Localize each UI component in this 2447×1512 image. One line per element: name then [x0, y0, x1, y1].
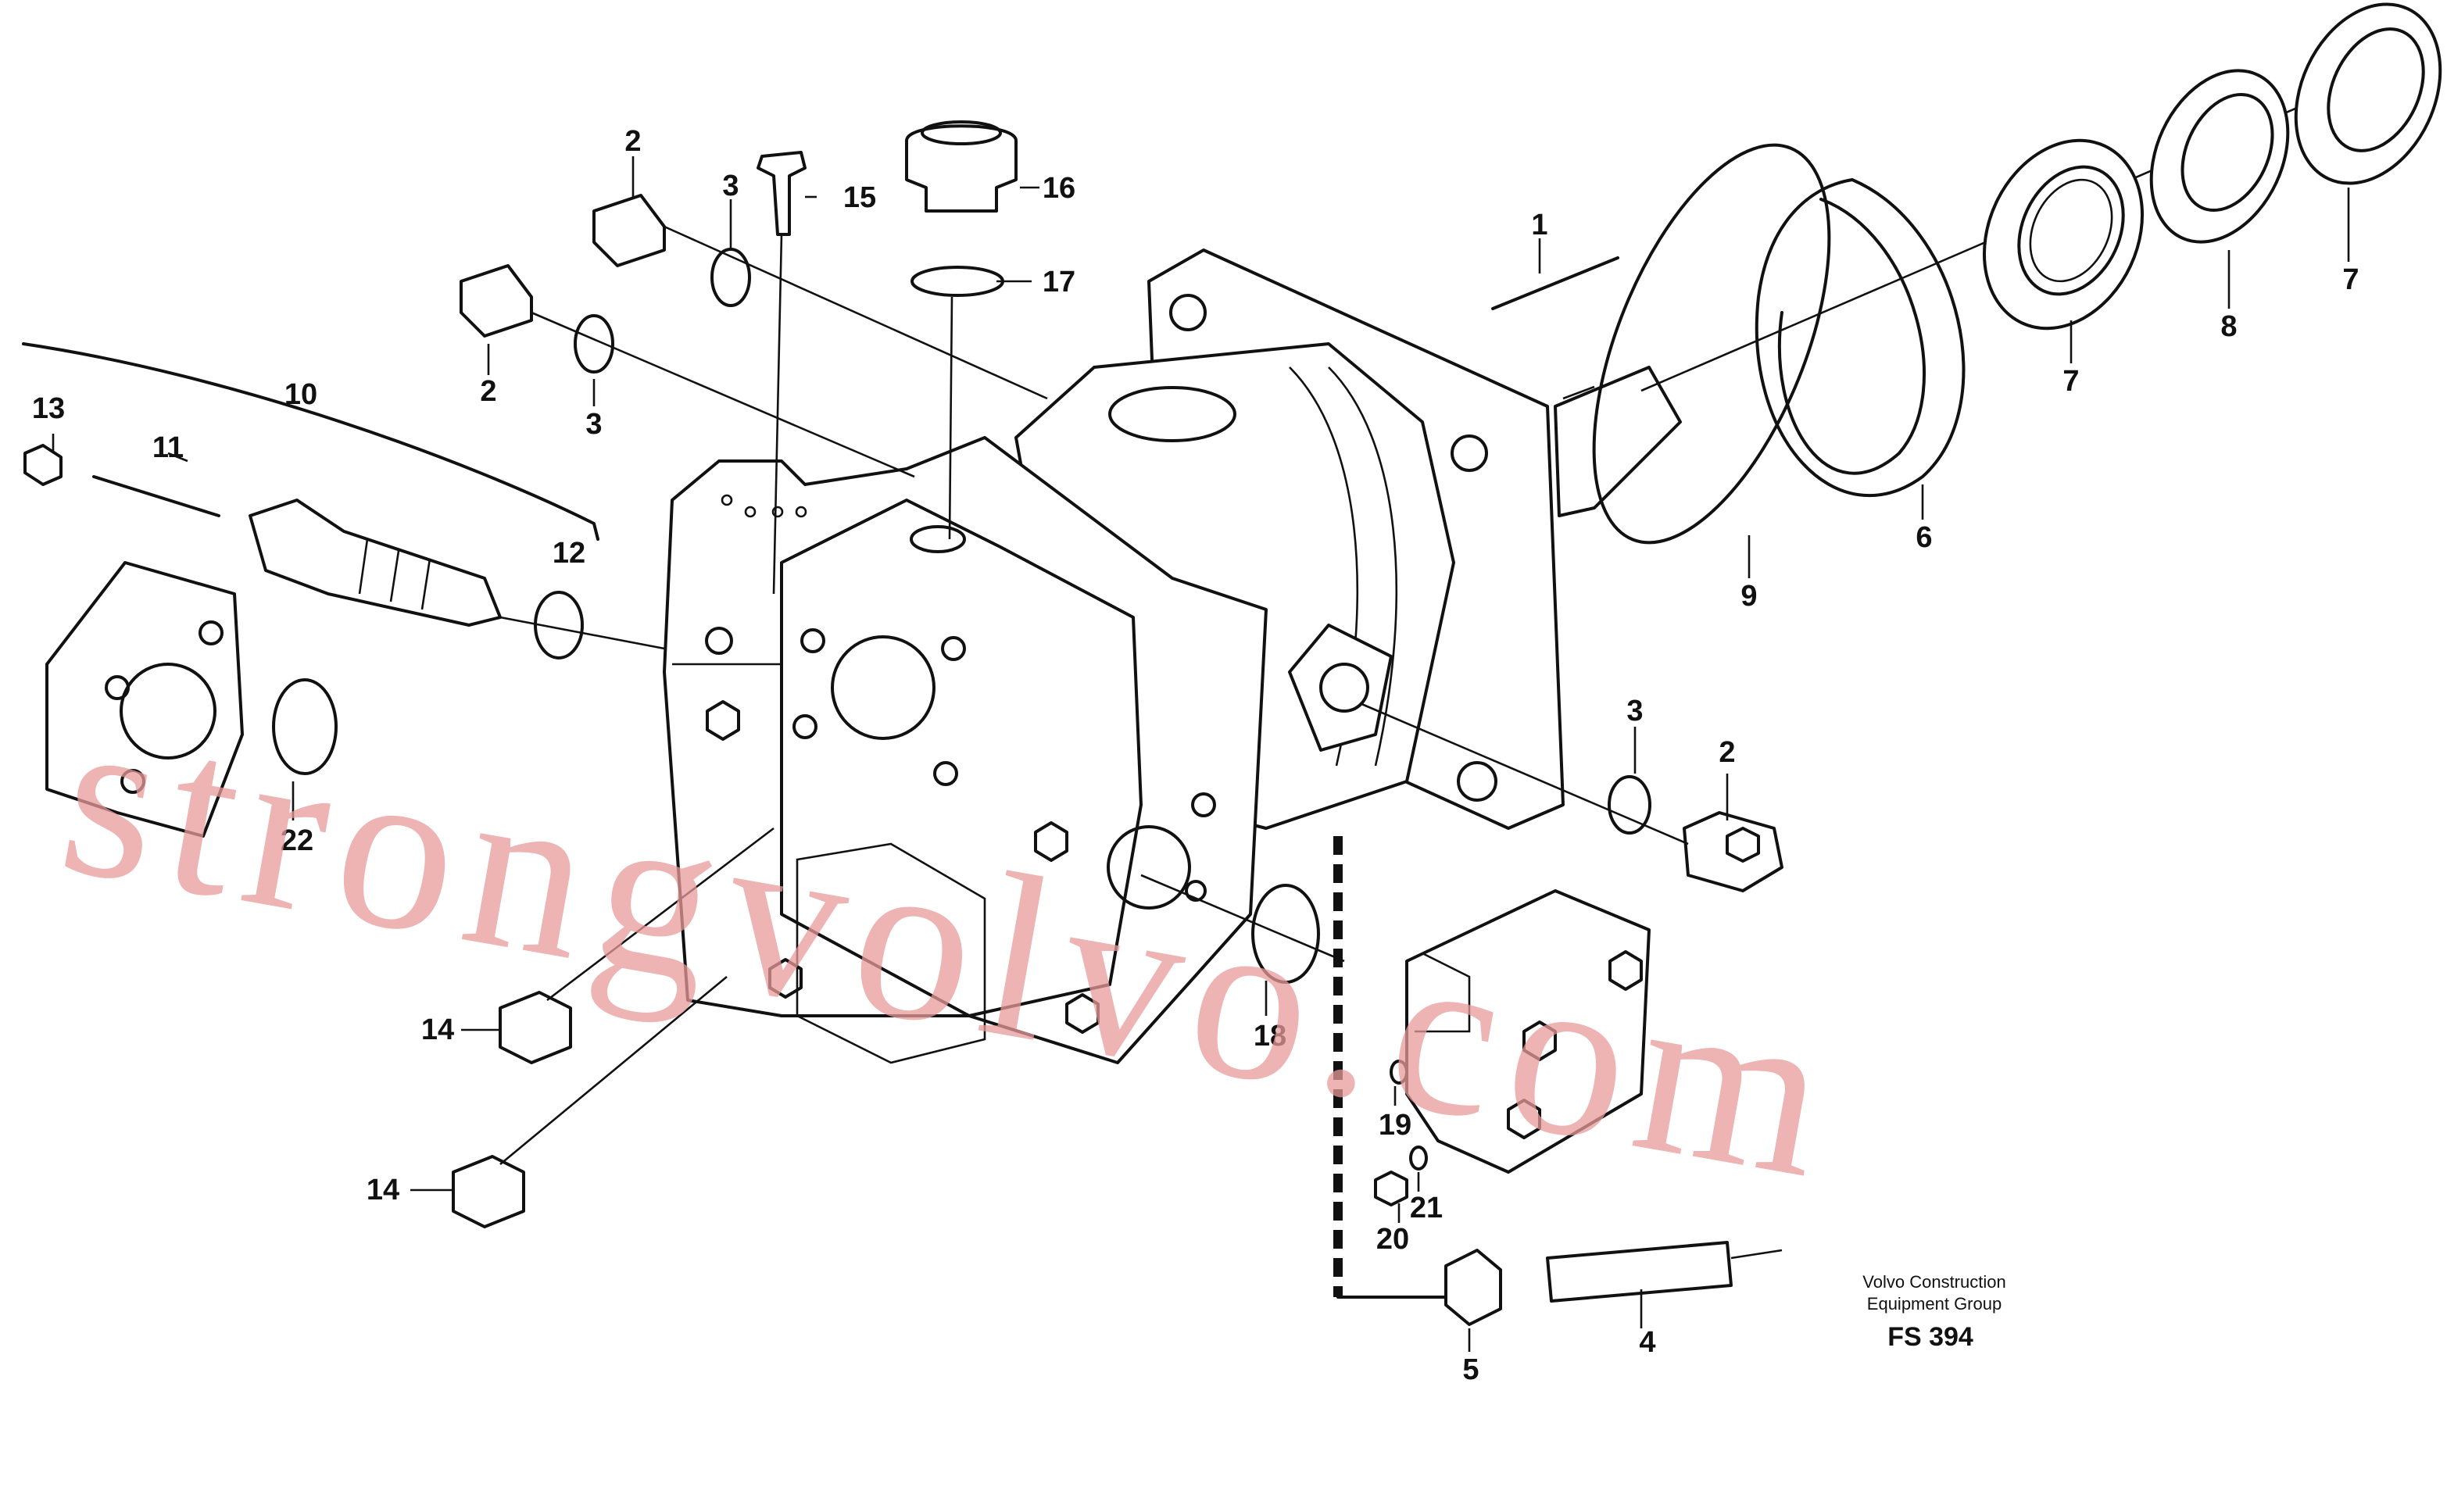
label-part-10: 10: [284, 378, 317, 411]
caption-company-line2: Equipment Group: [1867, 1294, 2002, 1314]
label-part-12: 12: [553, 537, 585, 570]
plugs-and-orings: [460, 194, 1783, 892]
label-part-5: 5: [1462, 1353, 1479, 1386]
callout-leaders: [52, 156, 2350, 1352]
label-part-3-left: 3: [585, 408, 602, 441]
motor-housing: [663, 248, 1565, 1064]
label-part-13: 13: [32, 392, 65, 425]
label-part-17: 17: [1043, 266, 1075, 298]
label-part-19: 19: [1379, 1109, 1411, 1142]
output-shaft-assembly: [1491, 2, 2442, 545]
side-flange-assembly: [1140, 836, 1783, 1326]
top-fittings: [757, 120, 1018, 595]
label-part-9: 9: [1740, 580, 1757, 613]
caption-block: Volvo Construction Equipment Group FS 39…: [1862, 1272, 2005, 1352]
caption-figure-code: FS 394: [1887, 1322, 1973, 1352]
label-part-1: 1: [1531, 209, 1547, 241]
label-part-14-lower: 14: [367, 1174, 399, 1206]
label-part-18: 18: [1254, 1020, 1286, 1053]
bottom-bolts: [452, 827, 775, 1228]
label-part-2-left: 2: [480, 375, 496, 408]
part-number-labels: 1 2 2 2 3 3 3 4 5 6 7 7 8 9 10 11 12 13 …: [32, 125, 2359, 1386]
label-part-20: 20: [1376, 1223, 1409, 1256]
label-part-14-upper: 14: [421, 1013, 454, 1046]
label-part-3-top: 3: [722, 170, 739, 202]
label-part-16: 16: [1043, 172, 1075, 205]
label-part-7-bearing: 7: [2062, 365, 2079, 398]
label-part-2-top: 2: [624, 125, 641, 158]
valve-cartridge-assembly: [22, 342, 665, 838]
label-part-3-right: 3: [1626, 695, 1643, 727]
label-part-7-ring: 7: [2342, 263, 2359, 296]
label-part-2-right: 2: [1719, 736, 1735, 769]
label-part-4: 4: [1639, 1326, 1655, 1359]
label-part-8: 8: [2220, 310, 2237, 343]
label-part-15: 15: [843, 181, 876, 214]
label-part-21: 21: [1410, 1192, 1443, 1224]
label-part-22: 22: [281, 824, 313, 857]
label-part-11: 11: [152, 431, 184, 464]
caption-company-line1: Volvo Construction: [1862, 1272, 2005, 1292]
label-part-6: 6: [1916, 521, 1932, 554]
